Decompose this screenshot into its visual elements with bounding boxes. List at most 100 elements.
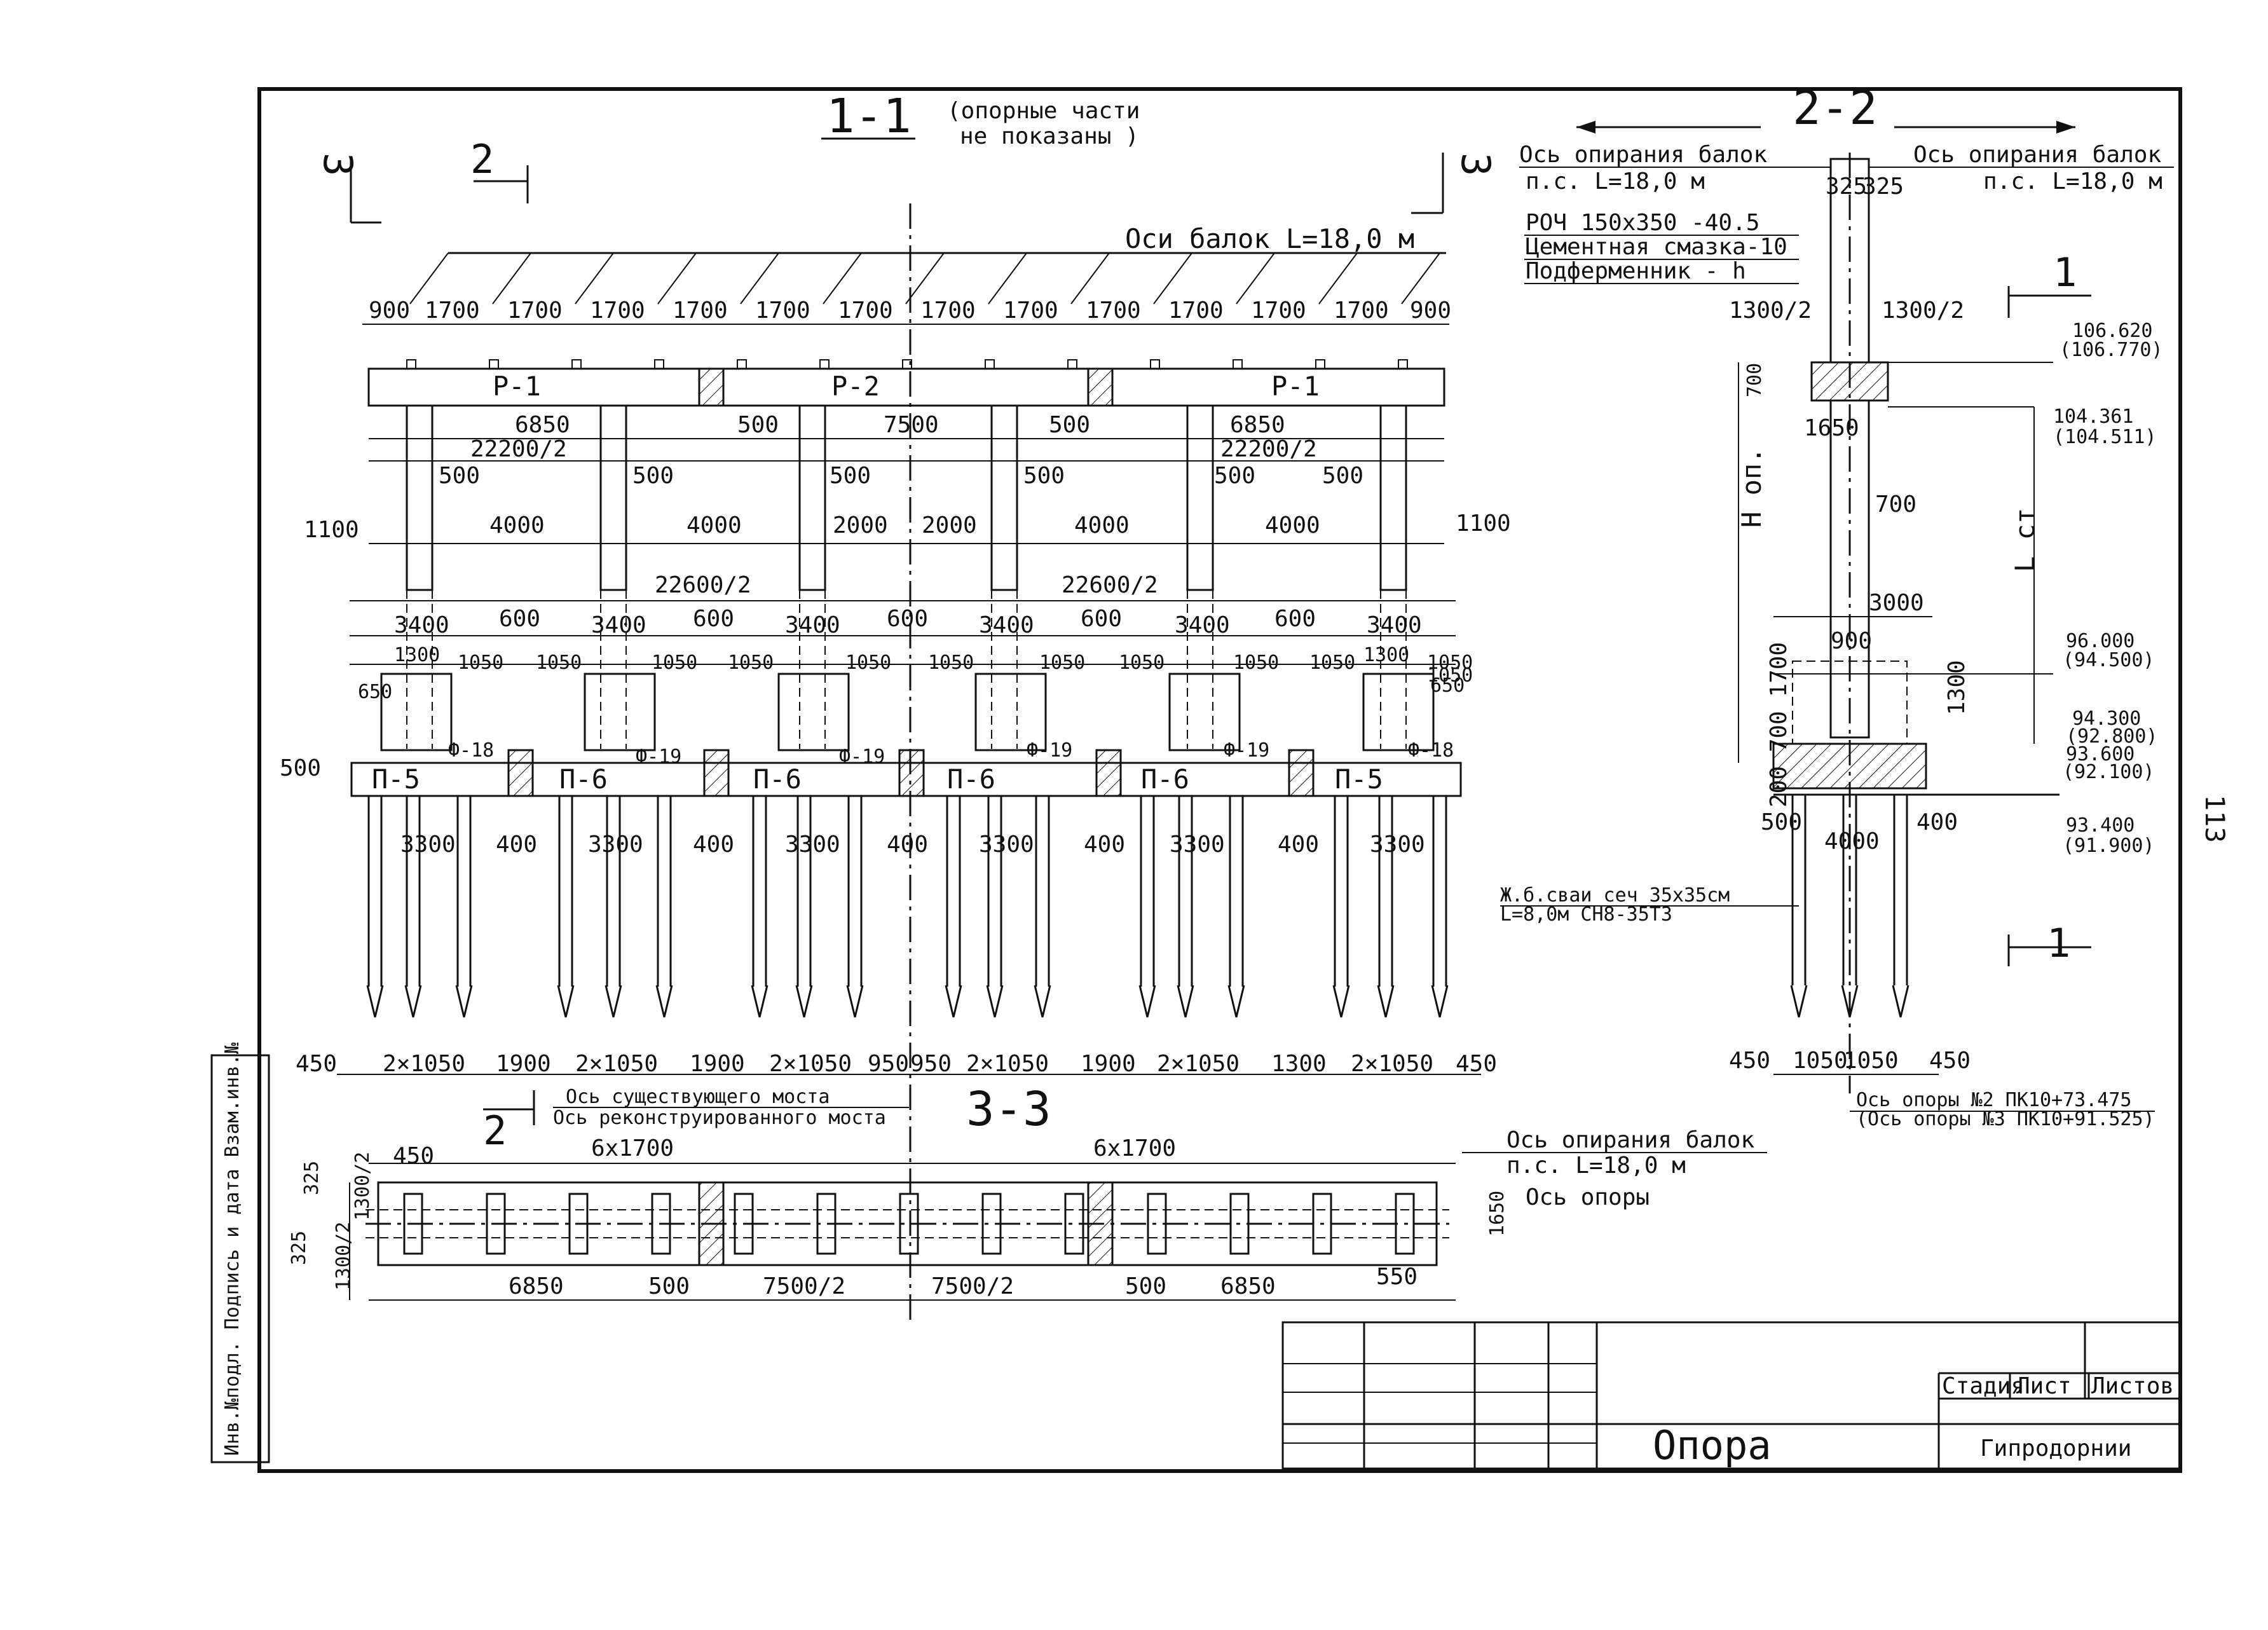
organization: Гипродорнии (1980, 1435, 2131, 1462)
piles-note-line2: L=8,0м СН8-35Т3 (1500, 903, 1672, 926)
section-3-3-title: 3-3 (966, 1082, 1051, 1137)
dim-700-mid: 700 (1875, 491, 1916, 517)
top-dim: 1700 (590, 298, 645, 324)
bottom-dim: 450 (1456, 1051, 1497, 1077)
footing-gap: 600 (1274, 606, 1316, 632)
section-1-1-title: 1-1 (826, 89, 912, 144)
dim-4000: 4000 (1824, 828, 1880, 854)
pier-cap (1810, 361, 1889, 402)
beam-axes-label: Оси балок L=18,0 м (1125, 223, 1414, 254)
col-dim: 500 (830, 463, 871, 489)
span-dim: 4000 (687, 512, 742, 538)
pile-dim: 400 (693, 832, 734, 858)
bottom-dim-3-3: 500 (648, 1273, 690, 1299)
dim-400: 400 (1916, 809, 1958, 835)
inner-1050: 1050 (928, 652, 974, 674)
axis-left-line1: Ось опирания балок (1519, 142, 1767, 168)
elev-104-b: (104.511) (2053, 426, 2157, 448)
pile-dim: 3300 (785, 832, 840, 858)
footing-half-dim: 22600/2 (655, 572, 751, 598)
elev-96: 96.000 (2066, 630, 2135, 652)
sheet-frame: Инв.№подл. Подпись и дата Взам.инв.№ 113 (210, 87, 2230, 1473)
section-2-2-title: 2-2 (1793, 81, 1878, 135)
bottom-dim-3-3: 6850 (509, 1273, 564, 1299)
section-2-2: 2-2 Ось опирания балок п.с. L=18,0 м Ось… (1519, 81, 2174, 1130)
section-marker-3-right: 3 (1452, 153, 1499, 176)
axis-right-line2: п.с. L=18,0 м (1983, 168, 2162, 195)
crossbar-beam (367, 367, 1445, 407)
inner-1050: 1050 (1119, 652, 1165, 674)
vertical-dims: 200 700 1700 (1766, 642, 1792, 807)
dim-1300-2-right: 1300/2 (1882, 298, 1964, 324)
top-dim: 1700 (1251, 298, 1306, 324)
section-1-1-note-line1: (опорные части (947, 98, 1140, 124)
stamp-col-sheet: Лист (2016, 1373, 2072, 1399)
bottom-dim: 950 (868, 1051, 909, 1077)
top-dim: 1700 (673, 298, 728, 324)
l-st: L ст (2009, 508, 2040, 572)
pile-group-dims: 3300 400 3300 400 3300 400 3300 400 3300… (400, 832, 1425, 858)
crossbar-joint (698, 367, 725, 407)
inner-1050: 1050 (728, 652, 774, 674)
pile-dim: 400 (887, 832, 928, 858)
elev-96-b: (94.500) (2063, 649, 2155, 671)
crossbar-label: Р-1 (1271, 371, 1320, 402)
bottom-dim: 2×1050 (383, 1051, 465, 1077)
pile-dim: 3300 (1170, 832, 1225, 858)
crossbar-dim: 6850 (1230, 412, 1285, 438)
small-650: 650 (358, 681, 392, 703)
dim-3000: 3000 (1869, 590, 1924, 616)
bottom-dim-2-2: 450 (1729, 1048, 1770, 1074)
top-dim: 1700 (1086, 298, 1141, 324)
columns (406, 404, 1407, 591)
crossbar-label: Р-2 (831, 371, 880, 402)
piles-note-line1: Ж.б.сваи сеч 35х35см (1500, 884, 1730, 907)
support-axis-label: Ось опоры (1526, 1184, 1650, 1210)
half-dim: 22200/2 (1220, 436, 1317, 462)
section-1-1: 1-1 (опорные части не показаны ) 3 2 3 О… (280, 89, 1799, 1322)
pile-dim: 3300 (1370, 832, 1425, 858)
col-dim: 500 (1322, 463, 1363, 489)
section-marker-3-left: 3 (315, 153, 361, 176)
top-dim: 1700 (1168, 298, 1224, 324)
top-dim: 1700 (1003, 298, 1058, 324)
col-dim: 500 (439, 463, 480, 489)
section-3-3: 3-3 6х1700 6х1700 450 1300/2 325 325 130… (288, 1082, 1767, 1301)
bottom-dim-3-3: 500 (1125, 1273, 1166, 1299)
axis-beams-line1: Ось опирания балок (1506, 1127, 1754, 1153)
section-1-1-note-line2: не показаны ) (960, 123, 1139, 149)
inner-1050-dims: 1050 1050 1050 1050 1050 1050 1050 1050 … (458, 652, 1473, 687)
footing-gap: 600 (693, 606, 734, 632)
top-dim: 1700 (1334, 298, 1389, 324)
legend-line: Цементная смазка-10 (1526, 234, 1787, 260)
left-dim-3-3: 1300/2 (352, 1152, 374, 1221)
top-dim: 1700 (920, 298, 976, 324)
top-dim: 900 (369, 298, 410, 324)
span-dim: 4000 (1265, 512, 1320, 538)
block-label: Ф-18 (1408, 739, 1454, 762)
legend-line: Подферменник - h (1526, 258, 1746, 284)
footing-width: 3400 (785, 612, 840, 638)
left-dim-3-3: 1300/2 (332, 1222, 355, 1291)
crossbar-dim: 500 (737, 412, 779, 438)
section-marker-1-top: 1 (2053, 249, 2077, 296)
bottom-dim-3-3: 6850 (1220, 1273, 1276, 1299)
half-dim: 22200/2 (470, 436, 567, 462)
pile-dim: 400 (1278, 832, 1319, 858)
bottom-dim-2-2: 1050 (1793, 1048, 1848, 1074)
dim-450: 450 (393, 1143, 434, 1169)
crossbar-dim: 7500 (884, 412, 939, 438)
section-marker-2-left: 2 (470, 136, 494, 182)
axis-existing-bridge: Ось существующего моста (566, 1086, 830, 1108)
pile-dim: 400 (1084, 832, 1125, 858)
dim-900: 900 (1831, 628, 1872, 654)
beam-axes-leaders (409, 252, 1440, 305)
stamp-col-stage: Стадия (1942, 1373, 2025, 1399)
bottom-dim-2-2: 450 (1929, 1048, 1971, 1074)
bottom-dim-3-3: 7500/2 (763, 1273, 845, 1299)
inner-1050: 1050 (1427, 652, 1473, 674)
slab-label: П-6 (559, 764, 608, 795)
footing-glasses (380, 673, 1435, 751)
edge-dim-left: 1100 (304, 517, 359, 543)
